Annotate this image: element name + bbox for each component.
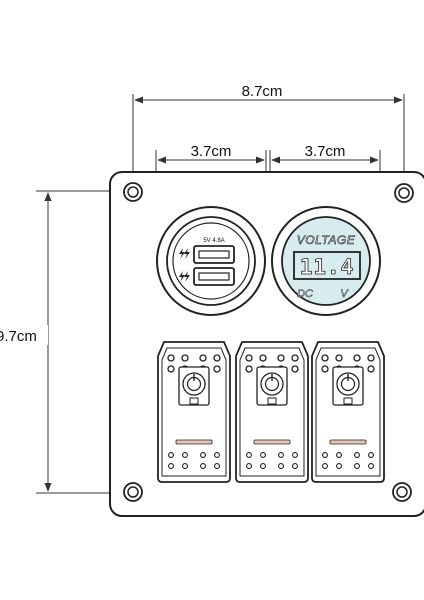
led-indicator xyxy=(322,452,328,458)
charging-bolt-icon xyxy=(179,248,190,259)
led-indicator xyxy=(214,452,220,458)
led-indicator xyxy=(199,354,207,362)
rocker-switch[interactable] xyxy=(235,341,309,483)
led-indicator xyxy=(368,463,374,469)
led-indicator xyxy=(260,452,266,458)
led-indicator xyxy=(336,452,342,458)
led-indicator xyxy=(245,354,253,362)
led-indicator xyxy=(336,463,342,469)
led-indicator xyxy=(246,463,252,469)
led-indicator xyxy=(354,452,360,458)
led-indicator xyxy=(367,354,375,362)
led-indicator xyxy=(168,463,174,469)
led-indicator xyxy=(260,463,266,469)
voltmeter-module: VOLTAGE 11.4 DC V xyxy=(271,206,381,316)
led-indicator xyxy=(181,354,189,362)
led-indicator xyxy=(245,365,253,373)
led-indicator xyxy=(368,452,374,458)
rocker-switch[interactable] xyxy=(157,341,231,483)
led-indicator xyxy=(213,354,221,362)
usb-charger-module: 5V 4.8A xyxy=(156,206,266,316)
rocker-switch[interactable] xyxy=(311,341,385,483)
led-indicator xyxy=(278,452,284,458)
voltmeter-unit-dc: DC xyxy=(297,288,313,300)
right-width-label: 3.7cm xyxy=(305,143,346,160)
left-width-label: 3.7cm xyxy=(191,143,232,160)
total-width-label: 8.7cm xyxy=(242,83,283,100)
led-indicator xyxy=(291,354,299,362)
led-indicator xyxy=(167,354,175,362)
led-indicator xyxy=(259,354,267,362)
usb-port-bottom xyxy=(193,267,235,286)
switch-indicator-bar xyxy=(253,439,291,445)
switch-indicator-bar xyxy=(175,439,213,445)
led-indicator xyxy=(292,452,298,458)
led-indicator xyxy=(321,365,329,373)
led-indicator xyxy=(182,463,188,469)
led-indicator xyxy=(214,463,220,469)
led-indicator xyxy=(277,354,285,362)
led-indicator xyxy=(200,463,206,469)
mounting-hole-top-left xyxy=(123,182,143,202)
switch-indicator-bar xyxy=(329,439,367,445)
mounting-hole-bottom-left xyxy=(123,482,143,502)
led-indicator xyxy=(182,452,188,458)
mounting-hole-bottom-right xyxy=(392,482,412,502)
rocker-switch-row xyxy=(157,341,385,483)
led-indicator xyxy=(167,365,175,373)
led-indicator xyxy=(322,463,328,469)
usb-port-top xyxy=(193,245,235,264)
led-indicator xyxy=(367,365,375,373)
led-indicator xyxy=(321,354,329,362)
led-indicator xyxy=(354,463,360,469)
mounting-hole-top-right xyxy=(394,183,414,203)
led-indicator xyxy=(335,354,343,362)
usb-rating-label: 5V 4.8A xyxy=(203,238,224,244)
led-indicator xyxy=(200,452,206,458)
dimension-total-width: 8.7cm xyxy=(132,83,405,185)
total-height-label: 9.7cm xyxy=(0,328,37,345)
led-indicator xyxy=(213,365,221,373)
voltmeter-display xyxy=(293,251,361,280)
charging-bolt-icon xyxy=(179,271,190,282)
voltmeter-reading: 11.4 xyxy=(300,255,355,279)
led-indicator xyxy=(168,452,174,458)
dimension-total-height: 9.7cm xyxy=(0,190,124,494)
led-indicator xyxy=(278,463,284,469)
voltmeter-title: VOLTAGE xyxy=(297,233,356,247)
led-indicator xyxy=(292,463,298,469)
led-indicator xyxy=(353,354,361,362)
voltmeter-unit-v: V xyxy=(340,288,349,300)
led-indicator xyxy=(291,365,299,373)
led-indicator xyxy=(246,452,252,458)
